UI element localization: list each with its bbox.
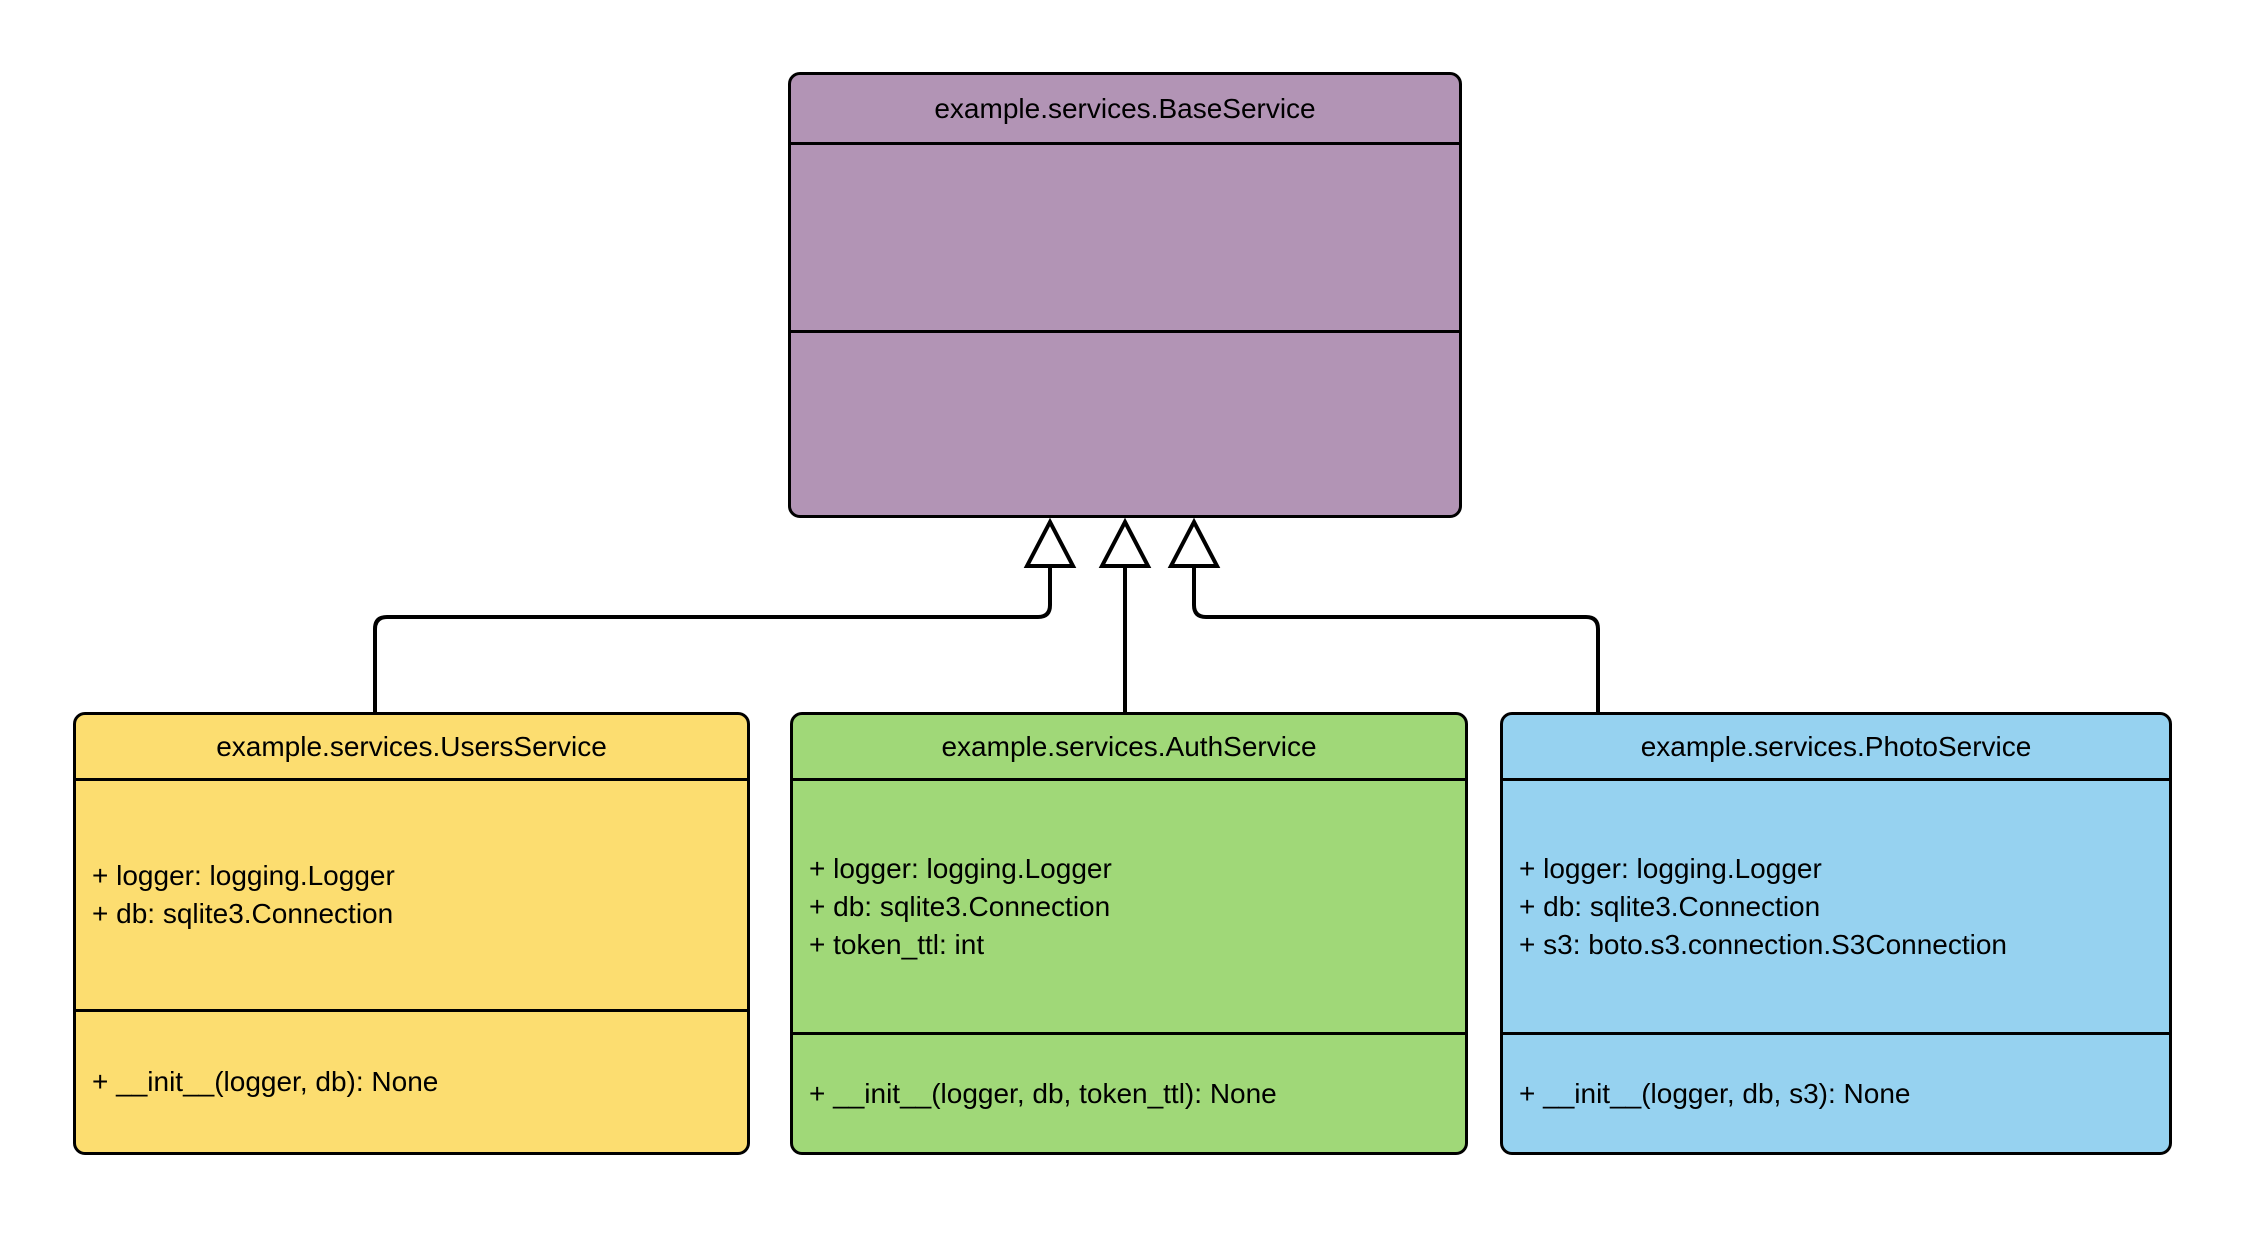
methods-section [791,333,1459,515]
inheritance-arrowhead-icon [1167,517,1221,568]
class-box-usersservice: example.services.UsersService + logger: … [73,712,750,1155]
attributes-section: + logger: logging.Logger + db: sqlite3.C… [1503,781,2169,1035]
attribute-line: + db: sqlite3.Connection [1519,890,1821,922]
inheritance-arrowhead-icon [1098,517,1152,568]
method-line: + __init__(logger, db): None [92,1066,439,1097]
attributes-section [791,145,1459,333]
attribute-line: + s3: boto.s3.connection.S3Connection [1519,928,2008,960]
attributes-section: + logger: logging.Logger + db: sqlite3.C… [76,781,747,1012]
attribute-line: + logger: logging.Logger [809,852,1112,884]
method-line: + __init__(logger, db, s3): None [1519,1077,1911,1109]
inheritance-edge-usersservice [373,566,1052,712]
attribute-line: + logger: logging.Logger [92,860,395,891]
method-line: + __init__(logger, db, token_ttl): None [809,1077,1277,1109]
class-box-photoservice: example.services.PhotoService + logger: … [1500,712,2172,1155]
class-title: example.services.AuthService [793,715,1465,781]
attribute-line: + db: sqlite3.Connection [809,890,1111,922]
inheritance-edge-photoservice [1192,566,1600,712]
class-title: example.services.PhotoService [1503,715,2169,781]
attribute-line: + token_ttl: int [809,928,985,960]
attributes-section: + logger: logging.Logger + db: sqlite3.C… [793,781,1465,1035]
attribute-line: + logger: logging.Logger [1519,852,1822,884]
class-title: example.services.UsersService [76,715,747,781]
attribute-line: + db: sqlite3.Connection [92,898,394,929]
methods-section: + __init__(logger, db, token_ttl): None [793,1035,1465,1152]
methods-section: + __init__(logger, db): None [76,1012,747,1152]
class-box-baseservice: example.services.BaseService [788,72,1462,518]
class-box-authservice: example.services.AuthService + logger: l… [790,712,1468,1155]
methods-section: + __init__(logger, db, s3): None [1503,1035,2169,1152]
inheritance-arrowhead-icon [1023,517,1077,568]
class-title: example.services.BaseService [791,75,1459,145]
